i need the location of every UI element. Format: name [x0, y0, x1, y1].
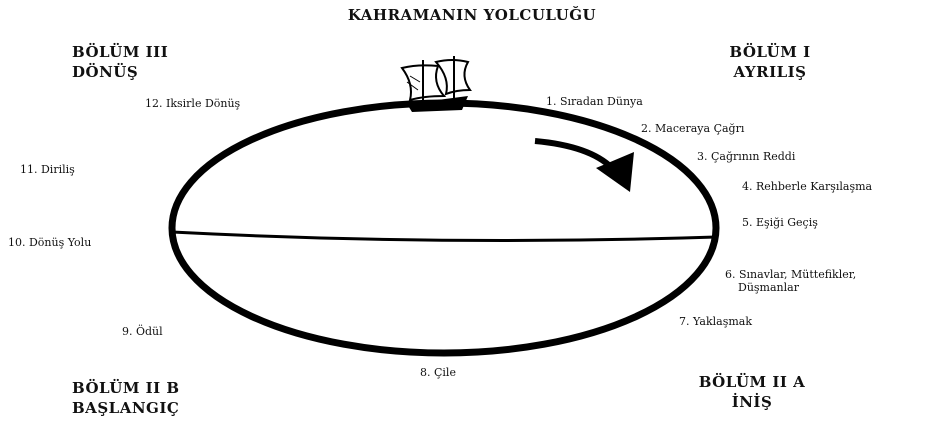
ship-icon [402, 56, 470, 112]
stage-12-label: 12. Iksirle Dönüş [145, 97, 240, 110]
section-part3-name: DÖNÜŞ [72, 62, 168, 82]
stage-7-label: 7. Yaklaşmak [679, 315, 752, 328]
stage-11-label: 11. Diriliş [20, 163, 75, 176]
stage-2-label: 2. Maceraya Çağrı [641, 122, 744, 135]
section-part1: BÖLÜM I AYRILIŞ [700, 42, 840, 82]
section-part2b-name: BAŞLANGIÇ [72, 398, 180, 418]
stage-1-label: 1. Sıradan Dünya [546, 95, 643, 108]
direction-arrow [535, 141, 612, 168]
section-part2b: BÖLÜM II B BAŞLANGIÇ [72, 378, 180, 418]
stage-10-label: 10. Dönüş Yolu [8, 236, 91, 249]
diagram-title: KAHRAMANIN YOLCULUĞU [0, 6, 944, 24]
divider-line [172, 232, 716, 241]
section-part2a: BÖLÜM II A İNİŞ [662, 372, 842, 412]
stage-6-label: 6. Sınavlar, Müttefikler, [725, 268, 856, 281]
section-part3: BÖLÜM III DÖNÜŞ [72, 42, 168, 82]
section-part2b-number: BÖLÜM II B [72, 378, 180, 398]
stage-9-label: 9. Ödül [122, 325, 163, 338]
stage-4-label: 4. Rehberle Karşılaşma [742, 180, 872, 193]
stage-6-label-cont: Düşmanlar [738, 281, 799, 294]
section-part1-number: BÖLÜM I [700, 42, 840, 62]
section-part1-name: AYRILIŞ [700, 62, 840, 82]
journey-circle [172, 103, 716, 353]
stage-5-label: 5. Eşiği Geçiş [742, 216, 818, 229]
stage-3-label: 3. Çağrının Reddi [697, 150, 795, 163]
section-part2a-name: İNİŞ [662, 392, 842, 412]
section-part3-number: BÖLÜM III [72, 42, 168, 62]
stage-8-label: 8. Çile [420, 366, 456, 379]
section-part2a-number: BÖLÜM II A [662, 372, 842, 392]
